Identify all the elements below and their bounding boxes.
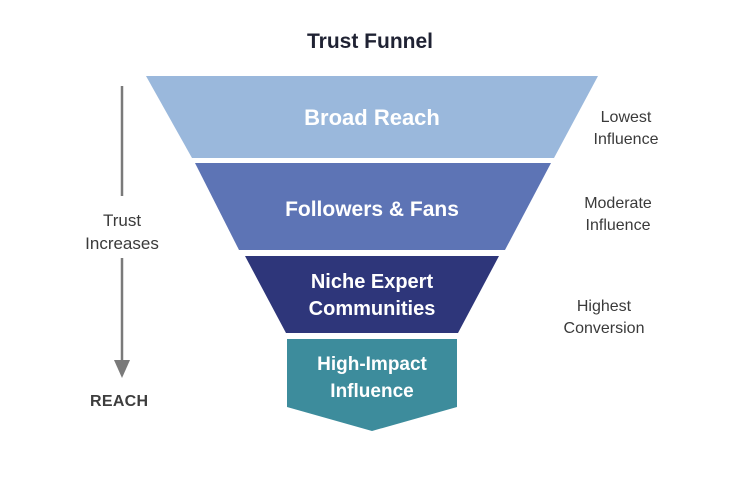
stage-label-line-2: Communities: [309, 298, 436, 320]
funnel-stage-niche-expert-communities: Niche Expert Communities: [245, 256, 499, 333]
trust-increases-label: Trust Increases: [85, 211, 159, 253]
funnel-stage-followers-fans: Followers & Fans: [195, 163, 551, 250]
stage-label: Broad Reach: [304, 105, 440, 130]
stage-label-line-2: Influence: [330, 381, 413, 402]
stage-shape: [245, 256, 499, 333]
stage-label-line-1: High-Impact: [317, 354, 427, 375]
stage-label-line-1: Niche Expert: [311, 271, 434, 293]
trust-arrow-head: [114, 360, 130, 378]
stage-shape: [146, 76, 598, 158]
funnel-stage-high-impact-influence: High-Impact Influence: [287, 339, 457, 431]
note-lowest-influence: Lowest Influence: [593, 109, 659, 148]
note-highest-conversion: Highest Conversion: [563, 298, 645, 337]
note-moderate-influence: Moderate Influence: [584, 195, 652, 234]
reach-label: REACH: [90, 393, 149, 410]
diagram-title: Trust Funnel: [307, 30, 433, 53]
funnel-stage-broad-reach: Broad Reach: [146, 76, 598, 158]
stage-label: Followers & Fans: [285, 198, 459, 221]
stage-shape: [287, 339, 457, 431]
stage-shape: [195, 163, 551, 250]
